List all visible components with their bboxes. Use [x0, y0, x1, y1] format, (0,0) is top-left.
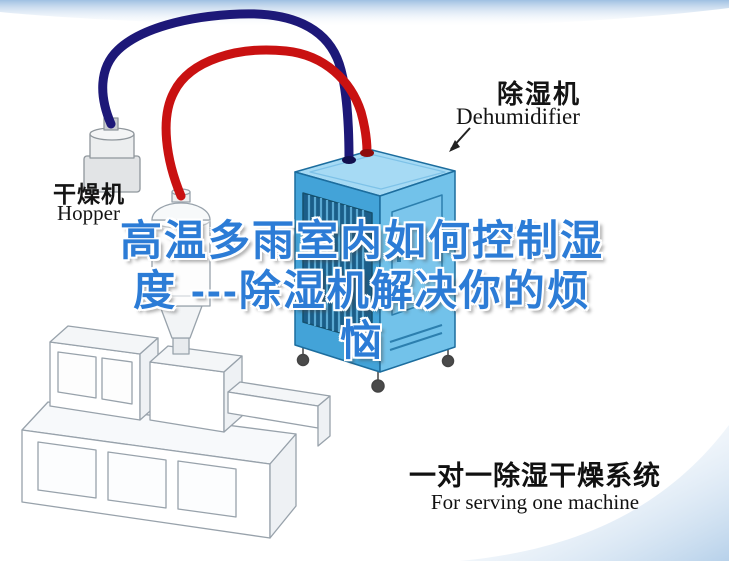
headline-line-2: 度 ---除湿机解决你的烦	[133, 267, 591, 314]
dryer-label-en: Hopper	[57, 201, 120, 225]
dehumidifier-label-en: Dehumidifier	[456, 104, 580, 129]
caption-cn: 一对一除湿干燥系统	[409, 461, 661, 491]
headline-line-1: 高温多雨室内如何控制湿	[119, 217, 604, 264]
dehumidifier-unit	[294, 149, 456, 393]
caption-en: For serving one machine	[430, 490, 640, 514]
panel-handle	[397, 248, 401, 262]
dryer-label-cn: 干燥机	[53, 181, 125, 207]
hose-red	[161, 45, 374, 201]
headline-line-3: 恼	[339, 317, 384, 364]
background-accent-bottom-right	[460, 425, 729, 561]
hopper-dryer-on-machine	[151, 188, 211, 355]
dehumidifier-pointer-line	[449, 127, 471, 152]
hose-blue	[98, 9, 356, 164]
headline: 高温多雨室内如何控制湿 度 ---除湿机解决你的烦 恼	[62, 216, 662, 366]
background-accent-top	[0, 0, 729, 28]
side-panel	[391, 194, 443, 316]
injection-molding-machine	[21, 325, 331, 539]
vent-grille	[302, 192, 373, 343]
dehumidifier-label-cn: 除湿机	[497, 79, 582, 109]
